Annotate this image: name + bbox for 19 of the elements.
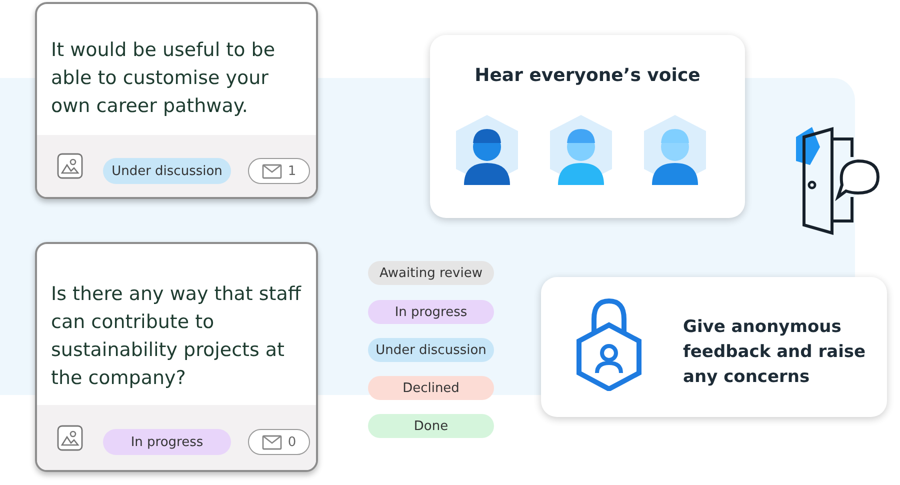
feature-card [430,35,745,218]
message-count-badge [248,429,310,455]
feature-card [541,277,887,417]
status-tag: Awaiting review [368,261,494,285]
suggestion-text: Is there any way that staff can contribute to sustainability projects at the company? [51,282,302,391]
suggestion-text: It would be useful to be able to customise your own career pathway. [51,38,276,119]
feature-text: Give anonymous feedback and raise any concerns [683,316,867,389]
status-tag: Under discussion [103,158,231,184]
status-tag: Declined [368,376,494,400]
status-tag: Done [368,414,494,438]
status-tag: In progress [103,429,231,455]
message-count-badge [248,158,310,184]
message-count: 0 [288,434,296,450]
message-count: 1 [288,164,296,178]
suggestion-card [35,2,318,199]
status-tag: Under discussion [368,338,494,362]
card-heading: Hear everyone’s voice [474,65,702,86]
status-tag: In progress [368,300,494,324]
suggestion-card [35,242,318,472]
